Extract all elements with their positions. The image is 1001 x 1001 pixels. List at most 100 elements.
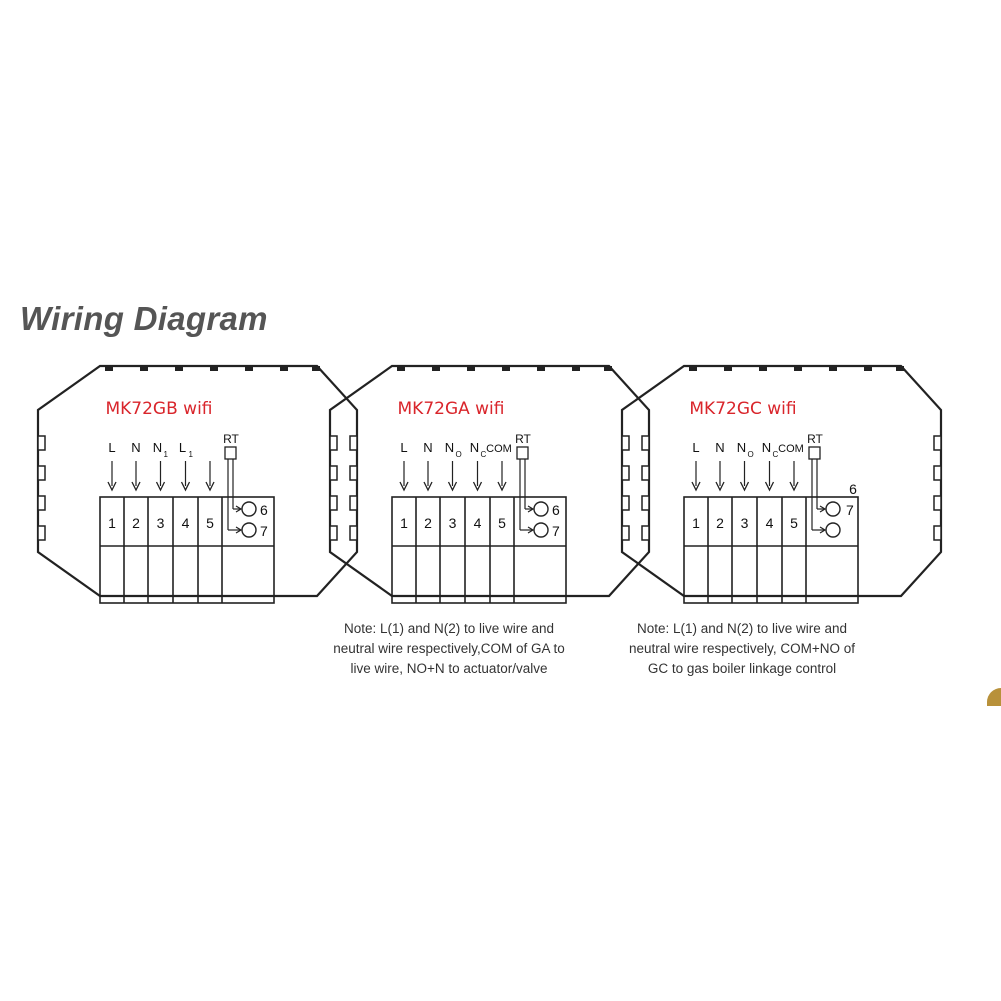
terminal-number: 4	[766, 515, 774, 531]
side-vents	[37, 435, 358, 541]
terminal-label-sub: 1	[189, 450, 194, 459]
vent	[689, 366, 697, 371]
vent	[794, 366, 802, 371]
vent	[604, 366, 612, 371]
vent-right	[641, 435, 650, 451]
terminal-label: L	[400, 440, 407, 455]
arrow-head	[447, 481, 458, 492]
vent-right	[349, 525, 358, 541]
terminal-block-frame	[99, 496, 275, 604]
sensor-pins: 67	[520, 501, 560, 539]
vent-right	[933, 525, 942, 541]
arrow-head	[497, 481, 507, 492]
terminal-block-frame	[683, 496, 859, 604]
terminal-block-frame	[391, 496, 567, 604]
vent-right	[349, 465, 358, 481]
vent-left	[621, 525, 630, 541]
terminal-number: 1	[108, 515, 116, 531]
terminal-label: N	[423, 440, 432, 455]
pin-circle	[241, 522, 257, 538]
terminal-number: 2	[424, 515, 432, 531]
arrow-head	[472, 481, 483, 492]
vent-right	[641, 465, 650, 481]
housing-outline	[36, 364, 359, 598]
top-vents	[105, 366, 320, 371]
terminal-label: N	[715, 440, 724, 455]
vent-left	[329, 435, 338, 451]
terminal-label-sub: C	[773, 450, 779, 459]
pin-arrow	[819, 526, 827, 534]
rt-probe	[224, 446, 237, 460]
note-text: GC to gas boiler linkage control	[648, 661, 836, 676]
pin-arrow	[235, 526, 243, 534]
terminal-number: 3	[741, 515, 749, 531]
terminal-number: 5	[790, 515, 798, 531]
vent-left	[621, 435, 630, 451]
model-label: MK72GC wifi	[689, 399, 796, 419]
note-text: live wire, NO+N to actuator/valve	[351, 661, 548, 676]
vent-right	[933, 465, 942, 481]
terminal-number: 4	[474, 515, 482, 531]
side-vents	[621, 435, 942, 541]
vent-left	[37, 465, 46, 481]
vent	[502, 366, 510, 371]
note-text: Note: L(1) and N(2) to live wire and	[344, 621, 554, 636]
terminal-label: COM	[778, 443, 804, 455]
pin-arrow	[527, 505, 535, 513]
pin-circle	[241, 501, 257, 517]
vent-right	[933, 495, 942, 511]
vent	[280, 366, 288, 371]
arrow-head	[691, 481, 701, 492]
pin-arrow	[235, 505, 243, 513]
page-title: Wiring Diagram	[20, 300, 268, 337]
vent-left	[37, 435, 46, 451]
vent	[175, 366, 183, 371]
vent-right	[349, 435, 358, 451]
arrow-head	[205, 481, 215, 492]
rt-sensor: RT	[807, 432, 824, 530]
vent-right	[641, 525, 650, 541]
terminal-number: 2	[132, 515, 140, 531]
vent	[245, 366, 253, 371]
vent	[432, 366, 440, 371]
vent	[140, 366, 148, 371]
terminal-number: 1	[400, 515, 408, 531]
vent-left	[37, 495, 46, 511]
vent	[397, 366, 405, 371]
arrow-head	[715, 481, 725, 492]
vent	[724, 366, 732, 371]
arrow-head	[155, 481, 166, 492]
vent-left	[621, 465, 630, 481]
rt-sensor: RT	[223, 432, 240, 530]
vent-left	[329, 525, 338, 541]
pin-number: 6	[552, 502, 560, 518]
arrow-head	[107, 481, 117, 492]
vent-right	[641, 495, 650, 511]
vent-right	[933, 435, 942, 451]
vent	[210, 366, 218, 371]
pin-number: 6	[849, 481, 857, 497]
terminal-label-sub: C	[481, 450, 487, 459]
terminal-label: N	[131, 440, 140, 455]
note-text: neutral wire respectively,COM of GA to	[333, 641, 565, 656]
terminal-label: L	[179, 440, 186, 455]
vent-right	[349, 495, 358, 511]
corner-accent	[987, 688, 1001, 706]
vent-left	[329, 495, 338, 511]
pin-circle	[825, 522, 841, 538]
side-vents	[329, 435, 650, 541]
terminal-label-sub: O	[748, 450, 754, 459]
vent	[896, 366, 904, 371]
arrow-head	[399, 481, 409, 492]
vent	[864, 366, 872, 371]
rt-label: RT	[807, 432, 823, 446]
note-text: Note: L(1) and N(2) to live wire and	[637, 621, 847, 636]
sensor-pins: 67	[228, 501, 268, 539]
rt-label: RT	[515, 432, 531, 446]
terminal-label: L	[108, 440, 115, 455]
vent	[829, 366, 837, 371]
